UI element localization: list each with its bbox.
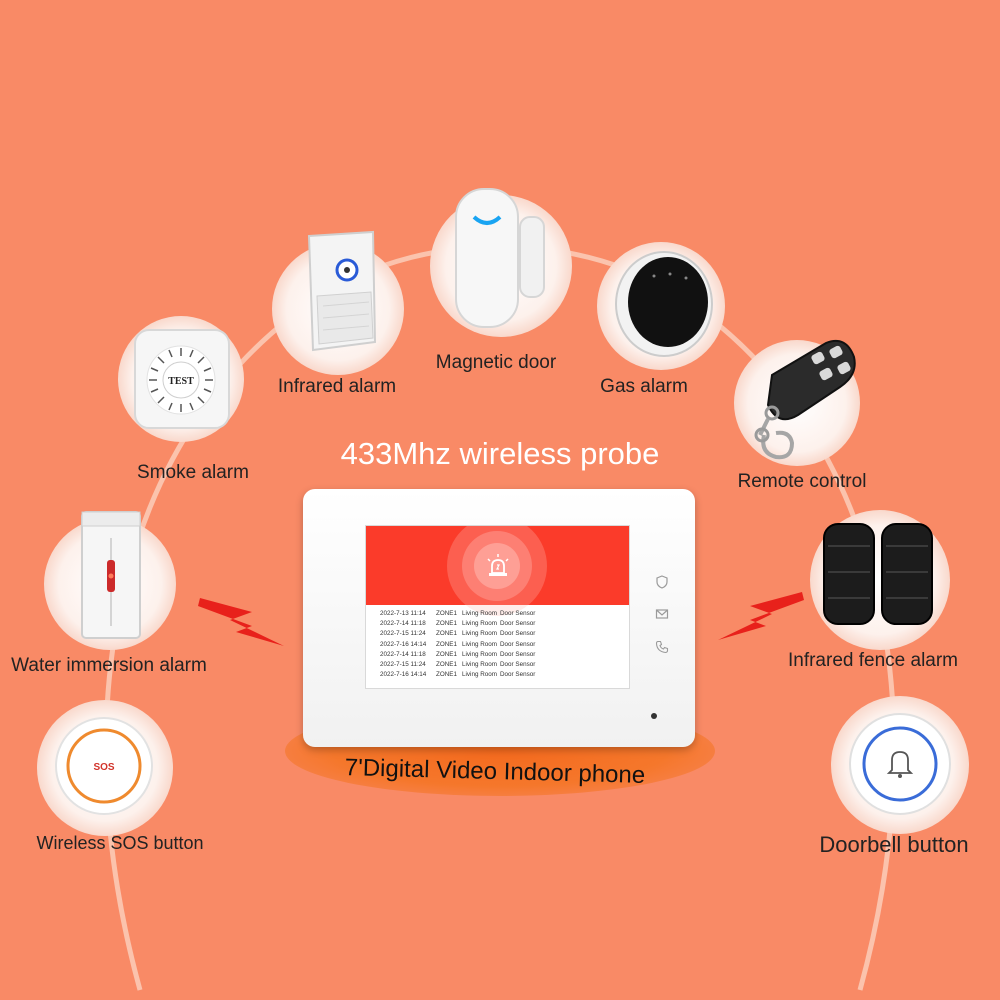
- log-sensor: Door Sensor: [500, 610, 536, 617]
- log-room: Living Room: [462, 620, 497, 628]
- log-zone: ZONE1: [436, 660, 457, 668]
- log-sensor: Door Sensor: [500, 630, 536, 638]
- page-title: 433Mhz wireless probe: [340, 436, 660, 471]
- log-room: Living Room: [462, 640, 497, 648]
- log-zone: ZONE1: [436, 640, 457, 648]
- shield-icon[interactable]: [655, 575, 669, 589]
- bell-icon: [886, 751, 914, 778]
- sos-button-icon: SOS: [55, 717, 153, 815]
- log-zone: ZONE1: [436, 650, 457, 658]
- log-datetime: 2022-7-15 11:24: [380, 630, 426, 638]
- log-datetime: 2022-7-16 14:14: [380, 671, 427, 679]
- alarm-siren-icon: [487, 554, 509, 576]
- gas-detector-icon: [615, 251, 713, 357]
- smoke-alarm-label: Smoke alarm: [137, 462, 249, 483]
- infrared-beam-icon: [823, 523, 933, 625]
- log-zone: ZONE1: [436, 610, 457, 617]
- log-room: Living Room: [462, 630, 497, 638]
- log-datetime: 2022-7-16 14:14: [380, 640, 427, 648]
- log-zone: ZONE1: [436, 630, 457, 638]
- log-sensor: Door Sensor: [500, 671, 536, 679]
- gas-alarm-label: Gas alarm: [600, 376, 688, 397]
- log-room: Living Room: [462, 671, 497, 679]
- sos-button-label: Wireless SOS button: [36, 833, 204, 853]
- wireless-signal-bolt-left: [198, 598, 284, 646]
- smoke-detector-icon: TEST: [134, 329, 230, 429]
- pir-motion-sensor-icon: [307, 230, 377, 352]
- log-datetime: 2022-7-13 11:14: [380, 610, 426, 617]
- remote-control-label: Remote control: [737, 471, 867, 492]
- magnetic-door-label: Magnetic door: [435, 352, 557, 373]
- log-zone: ZONE1: [436, 671, 457, 679]
- log-sensor: Door Sensor: [500, 650, 536, 658]
- key-fob-remote-icon: [754, 339, 856, 460]
- infrared-alarm-label: Infrared alarm: [277, 376, 397, 397]
- doorbell-label: Doorbell button: [819, 832, 969, 857]
- wireless-signal-bolt-right: [718, 592, 804, 640]
- log-sensor: Door Sensor: [500, 660, 536, 668]
- log-sensor: Door Sensor: [500, 640, 536, 648]
- water-sensor-icon: [81, 511, 141, 639]
- door-magnet-sensor-icon: [455, 188, 545, 328]
- phone-icon[interactable]: [655, 640, 669, 654]
- water-immersion-label: Water immersion alarm: [11, 655, 207, 676]
- alarm-header: [366, 526, 629, 616]
- log-datetime: 2022-7-14 11:18: [380, 650, 426, 658]
- mail-icon[interactable]: [655, 607, 669, 621]
- log-room: Living Room: [462, 610, 497, 617]
- log-datetime: 2022-7-15 11:24: [380, 660, 426, 668]
- log-zone: ZONE1: [436, 620, 457, 628]
- log-sensor: Door Sensor: [500, 620, 536, 628]
- smoke-test-text: TEST: [168, 376, 194, 387]
- log-room: Living Room: [462, 660, 497, 668]
- infrared-fence-label: Infrared fence alarm: [787, 650, 959, 671]
- doorbell-icon: [849, 713, 951, 815]
- log-room: Living Room: [462, 650, 497, 658]
- log-datetime: 2022-7-14 11:18: [380, 620, 426, 628]
- status-led: [651, 713, 657, 719]
- sos-button-text: SOS: [93, 762, 114, 773]
